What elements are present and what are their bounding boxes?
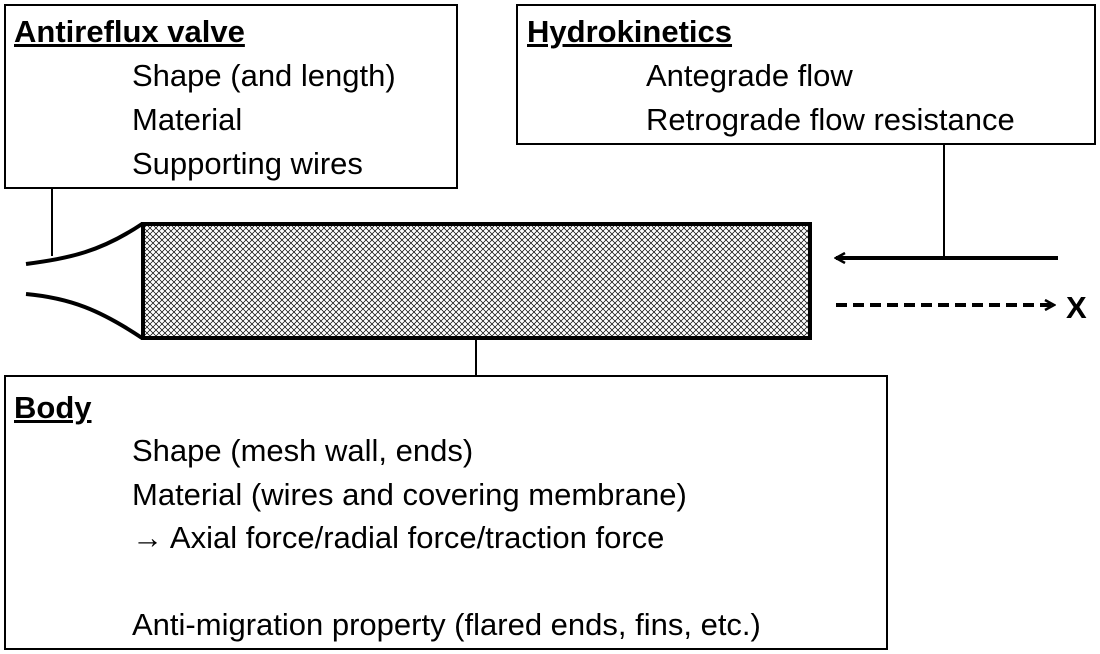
body-title: Body [14, 390, 92, 425]
valve-flap-upper [25, 222, 144, 266]
antireflux-valve-box: Antireflux valve Shape (and length) Mate… [4, 4, 458, 189]
body-box: Body Shape (mesh wall, ends) Material (w… [4, 375, 888, 650]
antireflux-item-shape: Shape (and length) [132, 58, 396, 93]
body-item-forces: → Axial force/radial force/traction forc… [132, 520, 665, 555]
antireflux-item-material: Material [132, 102, 243, 137]
body-item-material: Material (wires and covering membrane) [132, 477, 687, 512]
blocked-flow-label: X [1066, 290, 1087, 325]
antireflux-item-wires: Supporting wires [132, 146, 363, 181]
body-item-anti-migration: Anti-migration property (flared ends, fi… [132, 607, 761, 642]
hydrokinetics-item-retrograde: Retrograde flow resistance [646, 102, 1015, 137]
body-item-shape: Shape (mesh wall, ends) [132, 433, 474, 468]
hydrokinetics-title: Hydrokinetics [527, 14, 733, 49]
hydrokinetics-box: Hydrokinetics Antegrade flow Retrograde … [516, 4, 1096, 145]
hydrokinetics-item-antegrade: Antegrade flow [646, 58, 853, 93]
valve-flap-lower [25, 292, 144, 340]
stent-body [141, 222, 812, 340]
antireflux-valve-title: Antireflux valve [14, 14, 245, 49]
